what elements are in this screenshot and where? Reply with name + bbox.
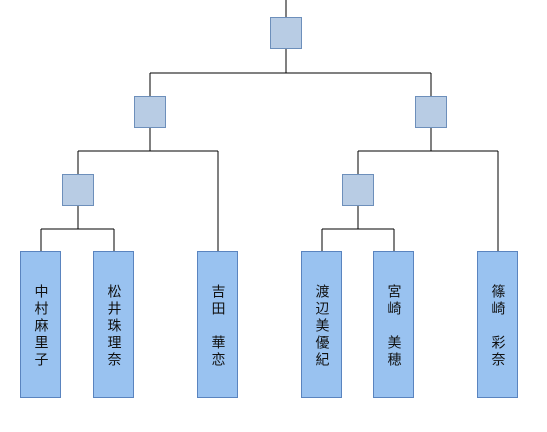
match-node-quarterfinal-left <box>62 174 94 206</box>
match-node-semifinal-left <box>134 96 166 128</box>
match-node-semifinal-right <box>415 96 447 128</box>
match-node-final <box>270 17 302 49</box>
player-name: 渡辺美優紀 <box>313 284 330 369</box>
match-node-quarterfinal-right <box>342 174 374 206</box>
player-name: 松井珠理奈 <box>105 284 122 369</box>
player-name: 吉田 華恋 <box>209 284 226 369</box>
player-box-3: 吉田 華恋 <box>197 251 238 398</box>
player-name: 宮崎 美穂 <box>385 284 402 369</box>
player-box-1: 中村麻里子 <box>20 251 61 398</box>
player-box-6: 篠崎 彩奈 <box>477 251 518 398</box>
player-name: 中村麻里子 <box>32 284 49 369</box>
player-box-2: 松井珠理奈 <box>93 251 134 398</box>
player-name: 篠崎 彩奈 <box>489 284 506 369</box>
player-box-5: 宮崎 美穂 <box>373 251 414 398</box>
player-box-4: 渡辺美優紀 <box>301 251 342 398</box>
